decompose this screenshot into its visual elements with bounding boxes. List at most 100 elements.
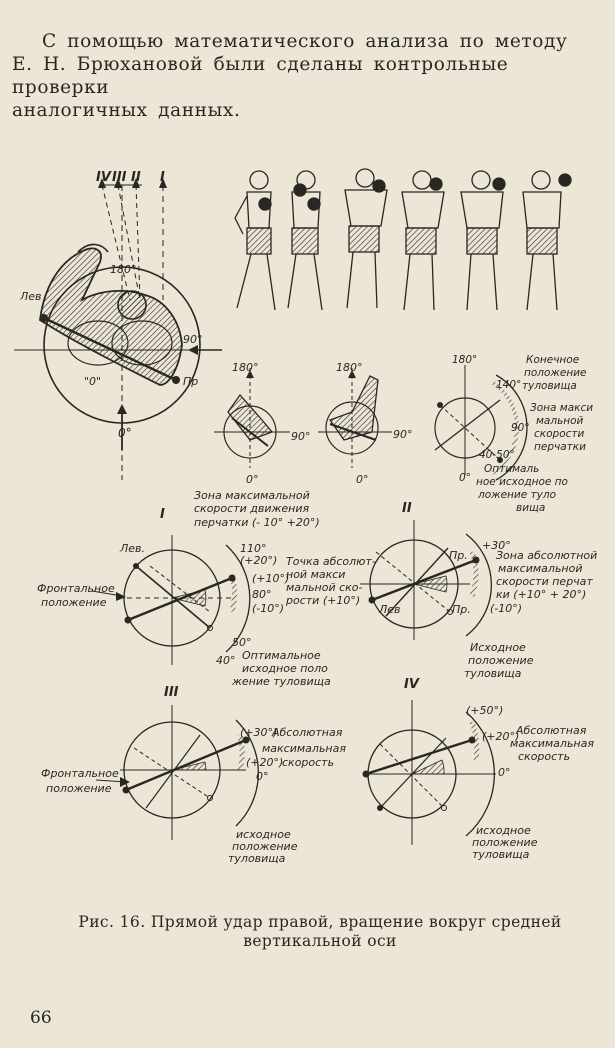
angle-label: 0° bbox=[356, 473, 369, 486]
abs-point-label: мальной ско- bbox=[286, 581, 363, 594]
diagram-numeral: I bbox=[160, 507, 165, 522]
final-position-label: туловища bbox=[522, 380, 577, 392]
left-label: Лев bbox=[378, 603, 401, 616]
abs-point-label: Точка абсолют- bbox=[286, 555, 376, 568]
start-label: туловища bbox=[228, 852, 286, 865]
max-zone-label: перчатки bbox=[534, 441, 586, 453]
abs-point-label: ной макси bbox=[286, 568, 345, 581]
boxer-figure bbox=[234, 170, 276, 311]
angle-label: (+30°) bbox=[240, 726, 277, 739]
caption-line: Рис. 16. Прямой удар правой, вращение во… bbox=[78, 913, 562, 931]
angle-label: 90° bbox=[393, 428, 413, 441]
paragraph-line: С помощью математического анализа по мет… bbox=[42, 31, 568, 52]
boxer-figure bbox=[460, 170, 506, 311]
start-label: исходное bbox=[236, 828, 291, 841]
figure-caption: Рис. 16. Прямой удар правой, вращение во… bbox=[40, 913, 600, 951]
abs-label: максимальная bbox=[510, 737, 594, 750]
boxer-figure bbox=[287, 170, 323, 311]
angle-label: (+50°) bbox=[466, 704, 503, 717]
start-label: положение bbox=[468, 654, 534, 667]
small-diagram-c bbox=[434, 365, 528, 481]
optimal-label: жение туловища bbox=[231, 675, 331, 688]
abs-label: максимальная bbox=[262, 742, 346, 755]
zone-label: ки (+10° + 20°) bbox=[496, 588, 586, 601]
angle-label: 90° bbox=[183, 333, 203, 346]
angle-label: +30° bbox=[482, 539, 511, 552]
right-label: Пр bbox=[183, 375, 198, 388]
frontal-label: положение bbox=[46, 782, 112, 795]
boxer-figure bbox=[344, 168, 388, 309]
diagram-I-labels: I Зона максимальной скорости движения пе… bbox=[37, 489, 376, 688]
abs-label: скорость bbox=[518, 750, 570, 763]
angle-label: 90° bbox=[511, 422, 530, 434]
angle-label: 0° bbox=[256, 770, 269, 783]
small-diagram-a bbox=[214, 368, 290, 468]
angle-label: 40° bbox=[216, 654, 236, 667]
optimal-label: Оптималь bbox=[484, 463, 539, 475]
angle-label: 180° bbox=[110, 263, 137, 276]
roman-label: I bbox=[160, 170, 165, 185]
max-zone-label: Зона макси bbox=[530, 402, 593, 414]
boxer-figure bbox=[522, 170, 572, 311]
small-diagram-c-labels: 180° 140° 90° 0° 40-50° Конечное положен… bbox=[452, 354, 593, 514]
optimal-label: Оптимальное bbox=[242, 649, 321, 662]
final-position-label: положение bbox=[524, 367, 587, 379]
zone-title: перчатки (- 10° +20°) bbox=[194, 516, 320, 529]
optimal-label: ложение туло bbox=[477, 489, 556, 501]
diagram-IV-labels: IV (+50°) (+20°) 0° Абсолютная максималь… bbox=[404, 677, 594, 861]
angle-label: 0° bbox=[118, 426, 132, 440]
diagram-III bbox=[95, 705, 259, 840]
page-number: 66 bbox=[30, 1008, 52, 1028]
abs-label: скорость bbox=[282, 756, 334, 769]
angle-label: (-10°) bbox=[490, 602, 522, 615]
angle-label: 80° bbox=[252, 588, 272, 601]
diagram-numeral: IV bbox=[404, 677, 420, 692]
optimal-label: ное исходное по bbox=[476, 476, 568, 488]
start-label: туловища bbox=[472, 848, 530, 861]
angle-label: 180° bbox=[452, 354, 477, 366]
zone-label: скорости перчат bbox=[496, 575, 593, 588]
diagram-III-labels: III (+30°) (+20°) 0° Абсолютная максимал… bbox=[41, 685, 346, 865]
angle-label: (+10°) bbox=[252, 572, 289, 585]
roman-label: III bbox=[112, 170, 127, 185]
zone-label: максимальной bbox=[498, 562, 583, 575]
angle-label: 140° bbox=[496, 379, 521, 391]
final-position-label: Конечное bbox=[526, 354, 579, 366]
diagram-numeral: III bbox=[164, 685, 179, 700]
torso-rotation-diagram bbox=[14, 178, 222, 480]
optimal-label: вища bbox=[516, 502, 545, 514]
angle-label: (+20°) bbox=[240, 554, 277, 567]
zone-title: Зона максимальной bbox=[194, 489, 310, 502]
max-zone-label: мальной bbox=[536, 415, 584, 427]
max-zone-label: скорости bbox=[534, 428, 585, 440]
diagram-numeral: II bbox=[402, 501, 412, 516]
angle-label: 90° bbox=[291, 430, 311, 443]
paragraph-line: Е. Н. Брюхановой были сделаны контрольны… bbox=[12, 54, 509, 98]
diagram-II-labels: II Пр. Лев Пр. +30° (-10°) Зона абсолютн… bbox=[378, 501, 597, 680]
abs-label: Абсолютная bbox=[515, 724, 587, 737]
frontal-label: положение bbox=[41, 596, 107, 609]
diagram-IV bbox=[362, 700, 496, 845]
zone-label: Зона абсолютной bbox=[496, 549, 597, 562]
start-label: туловища bbox=[464, 667, 522, 680]
diagram-I bbox=[91, 535, 251, 665]
angle-label: (+20°) bbox=[246, 756, 283, 769]
diagram-II bbox=[360, 520, 492, 640]
angle-label: 0° bbox=[498, 766, 511, 779]
zone-title: скорости движения bbox=[194, 502, 309, 515]
angle-label: 110° bbox=[240, 542, 267, 555]
left-label: Лев. bbox=[119, 542, 145, 555]
caption-line: вертикальной оси bbox=[243, 932, 397, 950]
abs-point-label: рости (+10°) bbox=[285, 594, 360, 607]
angle-label: 40-50° bbox=[479, 449, 515, 461]
roman-label: II bbox=[131, 170, 141, 185]
angle-label: "0" bbox=[84, 375, 101, 388]
start-label: положение bbox=[472, 836, 538, 849]
frontal-label: Фронтальное bbox=[37, 582, 115, 595]
small-diagram-b bbox=[318, 368, 392, 468]
angle-label: 0° bbox=[459, 472, 471, 484]
frontal-label: Фронтальное bbox=[41, 767, 119, 780]
angle-label: 50° bbox=[232, 636, 252, 649]
boxer-sequence bbox=[234, 168, 572, 311]
